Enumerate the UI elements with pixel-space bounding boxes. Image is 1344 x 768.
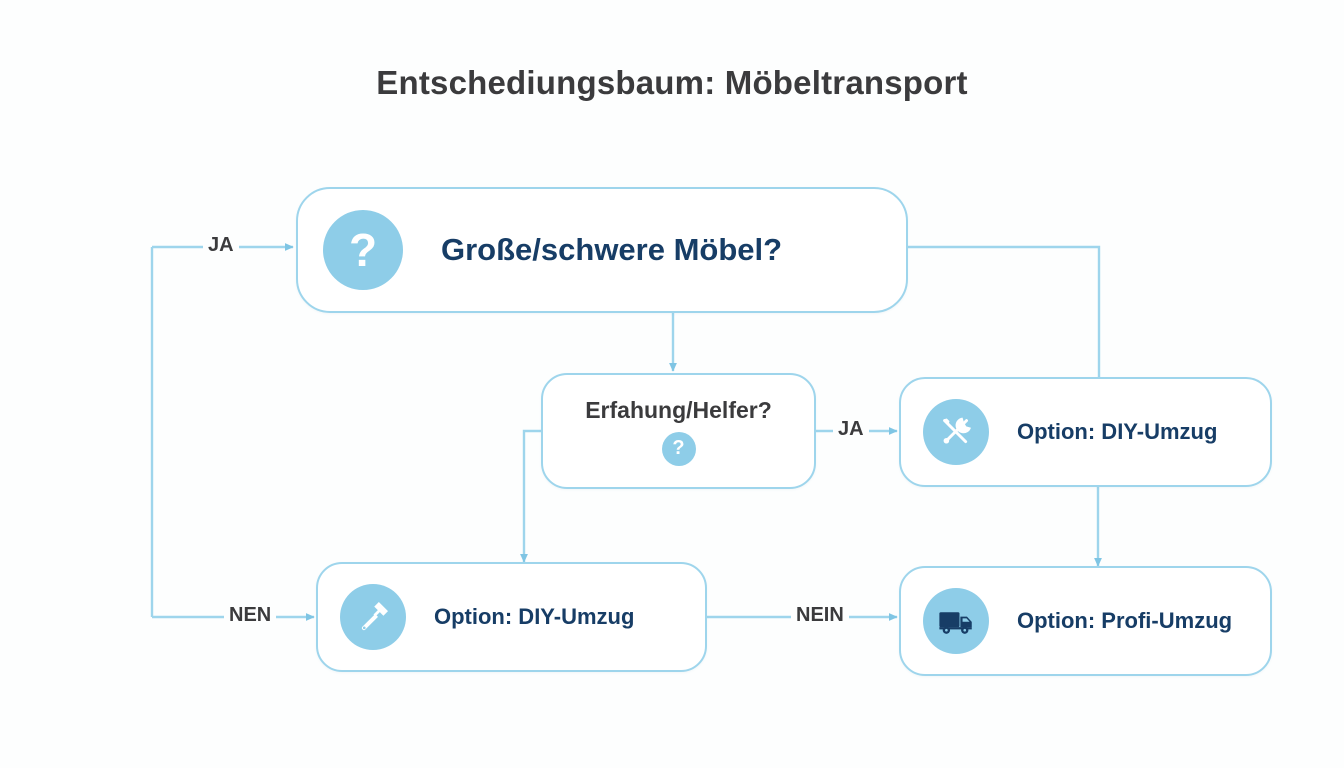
node-root-label: Große/schwere Möbel? <box>441 232 783 267</box>
edge-label-ja-root: JA <box>203 235 239 255</box>
tools-icon <box>923 399 989 465</box>
question-mark-icon: ? <box>323 210 403 290</box>
node-pro-label: Option: Profi-Umzug <box>1017 608 1233 633</box>
node-experience-decision[interactable]: Erfahung/Helfer? ? <box>541 373 816 489</box>
page-title: Entschediungsbaum: Möbeltransport <box>376 64 968 101</box>
question-mark-icon: ? <box>661 431 696 466</box>
edge-root-to-diy-right <box>908 245 1101 377</box>
edge-label-ja-experience: JA <box>833 419 869 439</box>
edge-label-nen: NEN <box>224 605 277 625</box>
truck-icon <box>923 588 989 654</box>
node-diy-bottom-outcome[interactable]: Option: DIY-Umzug <box>316 562 707 672</box>
node-pro-outcome[interactable]: Option: Profi-Umzug <box>899 566 1272 676</box>
node-diy-bottom-label: Option: DIY-Umzug <box>434 604 635 629</box>
edge-label-nein: NEIN <box>791 605 849 625</box>
node-diy-right-label: Option: DIY-Umzug <box>1017 419 1218 444</box>
hammer-icon <box>340 584 406 650</box>
node-diy-right-outcome[interactable]: Option: DIY-Umzug <box>899 377 1272 487</box>
node-root-decision[interactable]: ? Große/schwere Möbel? <box>296 187 908 313</box>
node-experience-label: Erfahung/Helfer? <box>585 396 772 423</box>
